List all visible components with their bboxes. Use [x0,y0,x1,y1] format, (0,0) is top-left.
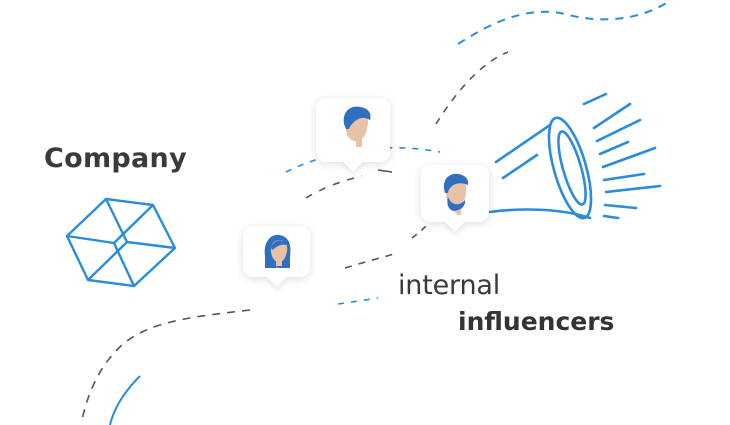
lower-blue-path [337,297,379,305]
middle-blue-path [285,146,441,173]
influencers-label: influencers [458,307,615,336]
center-dark-path [305,175,363,199]
lower-dark-dash-2 [411,223,429,239]
speech-bubble-woman [243,226,310,277]
lower-dark-path [344,253,395,269]
company-label: Company [44,143,187,174]
upper-dark-path [435,51,509,125]
woman-avatar-icon [264,234,291,268]
cube-icon [65,197,177,288]
top-wave-path [457,1,669,45]
megaphone-icon [488,92,662,220]
bottom-left-dark-path [81,309,251,421]
man-avatar-icon [343,106,371,147]
speech-bubble-bearded-man [421,165,489,222]
internal-label: internal [398,270,500,301]
bottom-left-blue-curve [109,375,141,425]
bearded-man-avatar-icon [443,173,469,215]
center-dark-dash [377,169,393,173]
speech-bubble-man [316,98,390,162]
